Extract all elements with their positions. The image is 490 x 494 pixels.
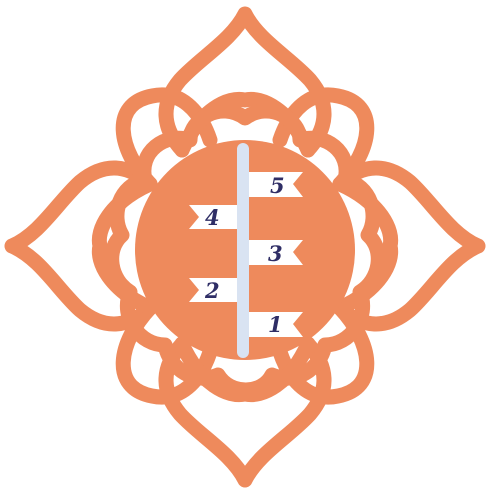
flag-4-number: 4 xyxy=(205,205,220,230)
flag-5-number: 5 xyxy=(270,173,285,198)
flag-2-number: 2 xyxy=(204,278,220,303)
flag-pole xyxy=(237,143,249,358)
flag-3-number: 3 xyxy=(268,241,283,266)
flag-1-number: 1 xyxy=(268,312,283,337)
